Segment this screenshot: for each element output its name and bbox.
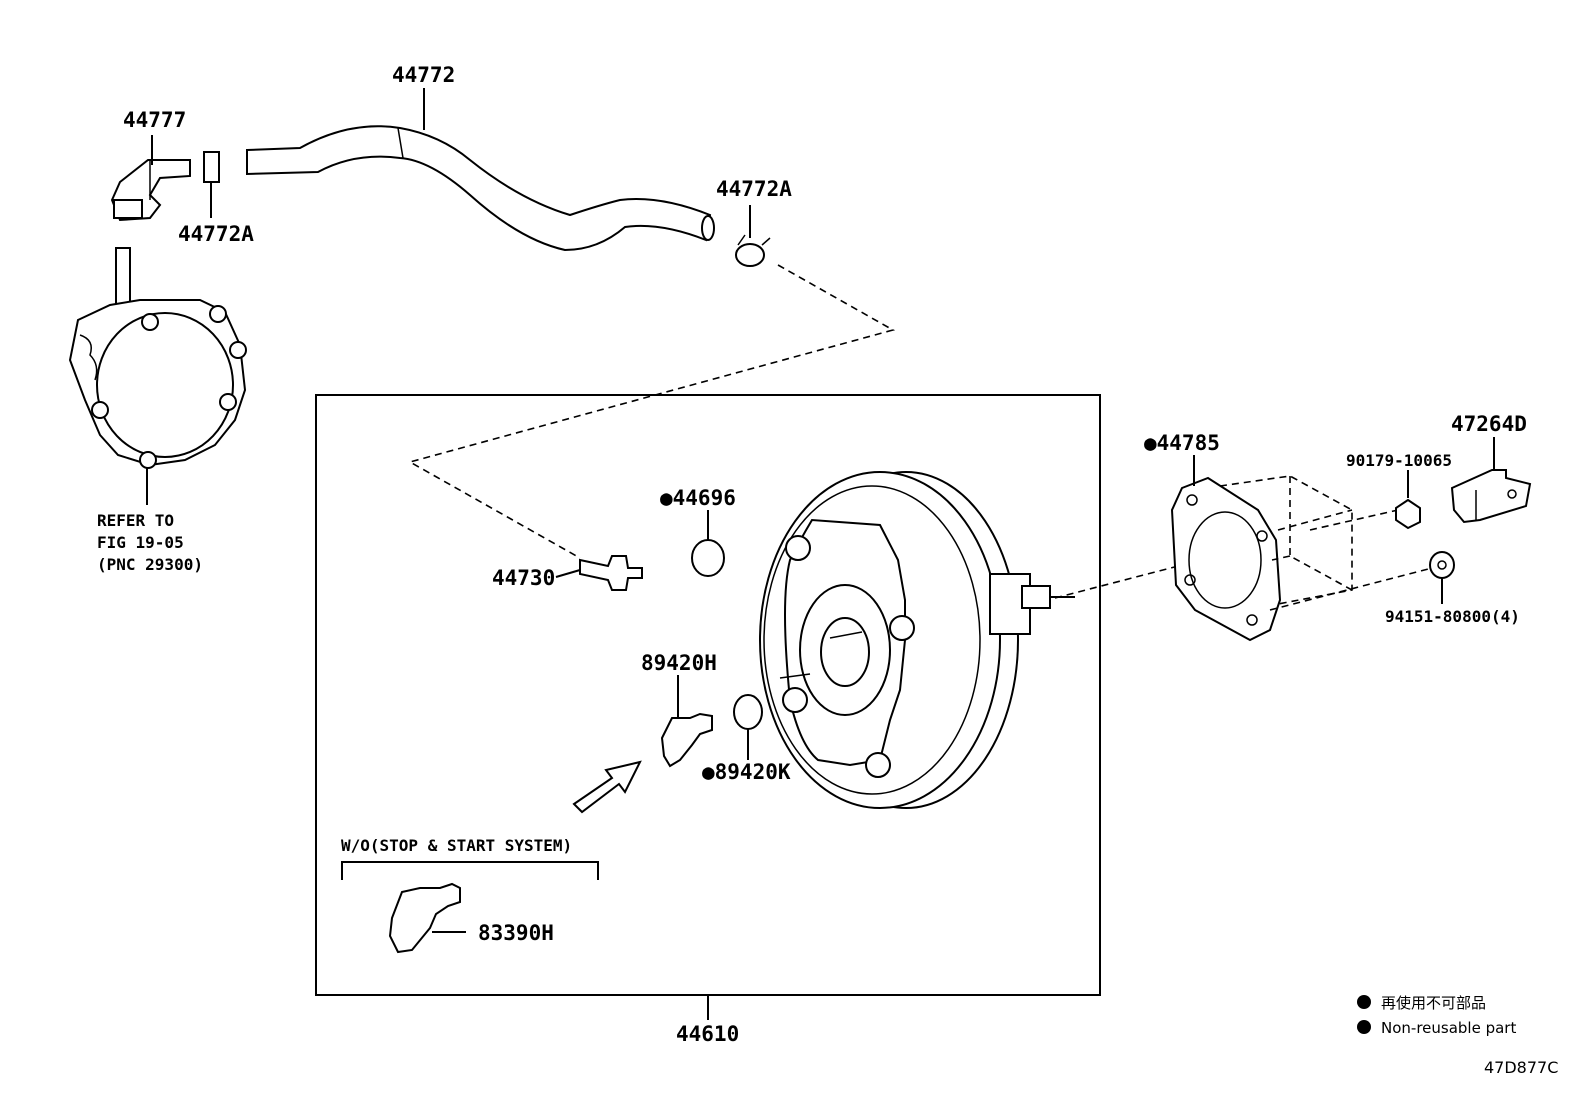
legend-en: Non-reusable part — [1381, 1019, 1516, 1037]
label-90179: 90179-10065 — [1346, 451, 1452, 470]
label-89420h: 89420H — [641, 651, 717, 675]
label-44696: ●44696 — [660, 486, 736, 510]
hose-routing-line — [407, 264, 896, 559]
label-44777: 44777 — [123, 108, 186, 132]
legend-dot-jp — [1357, 995, 1371, 1009]
label-44772a-right: 44772A — [716, 177, 792, 201]
vacuum-union — [110, 159, 191, 222]
leader-44730 — [555, 569, 581, 578]
check-valve — [579, 555, 643, 591]
hose-clip-right — [735, 234, 771, 267]
brake-booster — [759, 471, 1075, 809]
hose-clip-left — [203, 151, 220, 183]
label-47264d: 47264D — [1451, 412, 1527, 436]
label-44772a-left: 44772A — [178, 222, 254, 246]
vacuum-pump — [68, 247, 247, 469]
legend-dot-en — [1357, 1020, 1371, 1034]
pressure-switch — [388, 882, 461, 954]
legend-jp: 再使用不可部品 — [1381, 994, 1486, 1012]
grommet — [691, 539, 725, 577]
sensor-gasket — [733, 694, 763, 730]
label-44785: ●44785 — [1144, 431, 1220, 455]
label-44730: 44730 — [492, 566, 555, 590]
label-94151: 94151-80800(4) — [1385, 607, 1520, 626]
nut — [1395, 498, 1421, 530]
booster-gasket — [1170, 476, 1282, 642]
refer-line-2: FIG 19-05 — [97, 533, 184, 552]
bracket — [1450, 469, 1532, 524]
refer-line-1: REFER TO — [97, 511, 174, 530]
figure-code: 47D877C — [1484, 1058, 1558, 1077]
flange-nut — [1429, 551, 1455, 579]
label-83390h: 83390H — [478, 921, 554, 945]
label-44772: 44772 — [392, 63, 455, 87]
direction-arrow — [572, 760, 642, 814]
vacuum-hose — [246, 125, 715, 252]
label-44610: 44610 — [676, 1022, 739, 1046]
label-89420k: ●89420K — [702, 760, 791, 784]
pressure-sensor — [660, 712, 713, 768]
variant-label: W/O(STOP & START SYSTEM) — [341, 836, 572, 855]
refer-line-3: (PNC 29300) — [97, 555, 203, 574]
variant-bracket — [341, 861, 599, 880]
mounting-outline — [1219, 475, 1433, 611]
